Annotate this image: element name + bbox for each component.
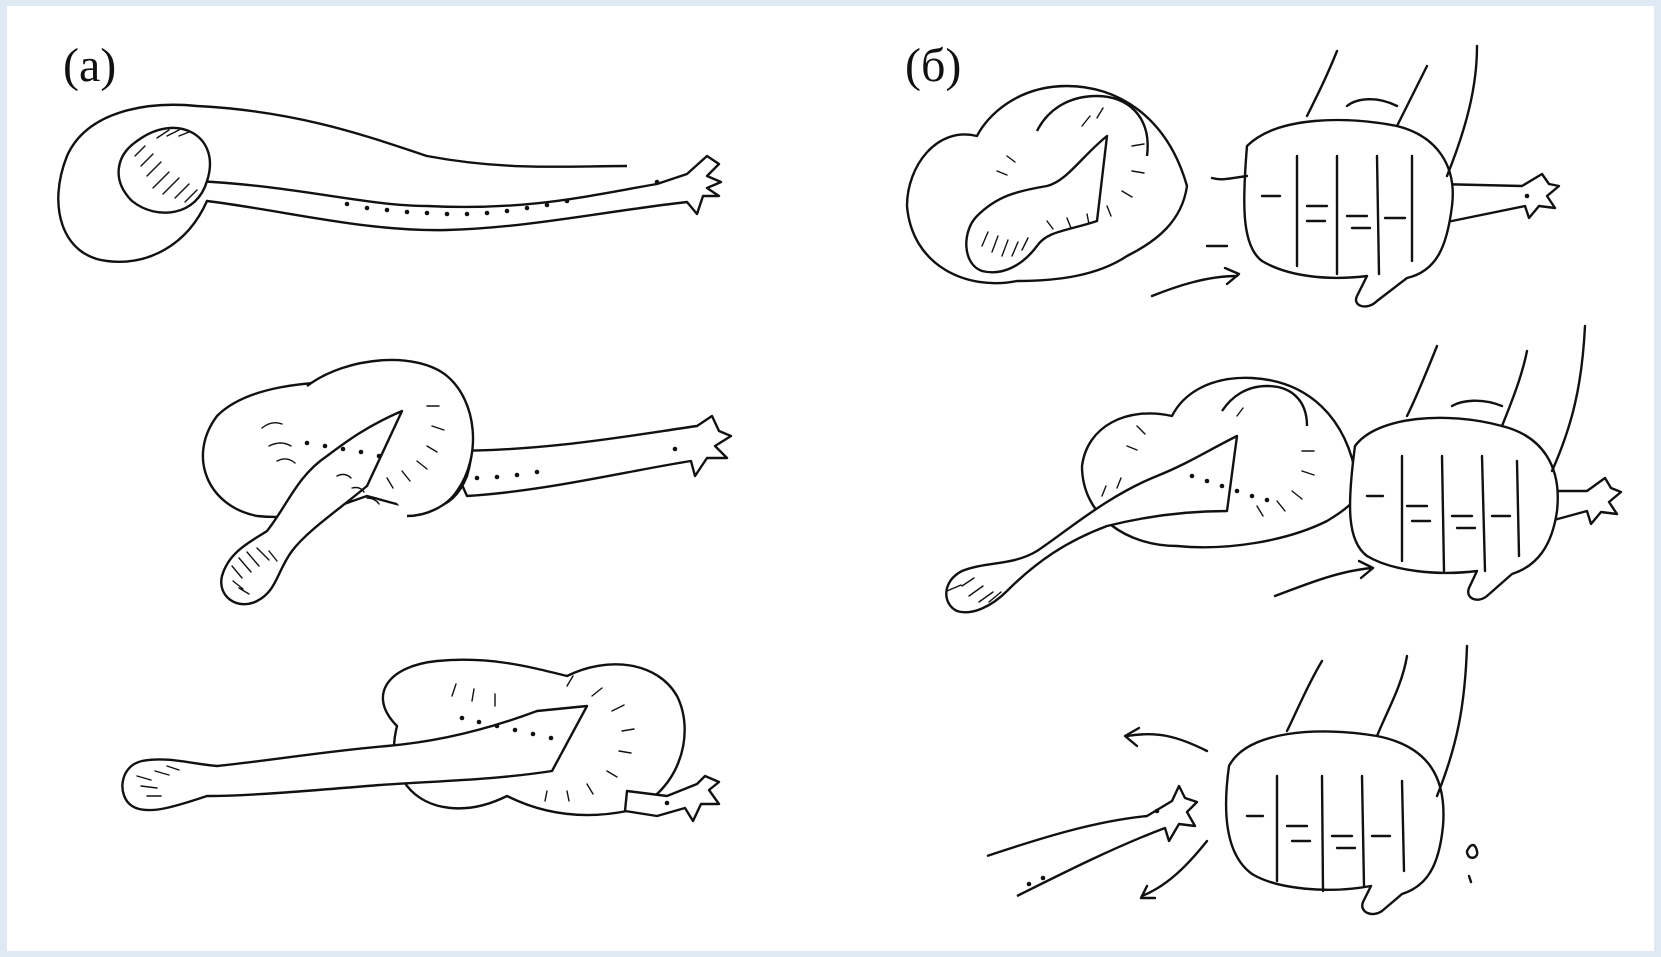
figure-canvas: (а) (б) (7, 6, 1654, 951)
fist-b1 (1207, 46, 1477, 306)
panel-b-step-3-hagfish (987, 646, 1477, 914)
panel-b-step-1-hagfish (907, 46, 1559, 306)
illustration (7, 6, 1654, 951)
panel-a-step-2-hagfish (203, 360, 731, 604)
panel-b-step-2-hagfish (946, 326, 1621, 612)
fist-b2 (1350, 326, 1585, 600)
panel-a-step-1-hagfish (58, 105, 721, 262)
panel-a-step-3-hagfish (122, 660, 719, 821)
fist-b3 (1226, 646, 1477, 914)
